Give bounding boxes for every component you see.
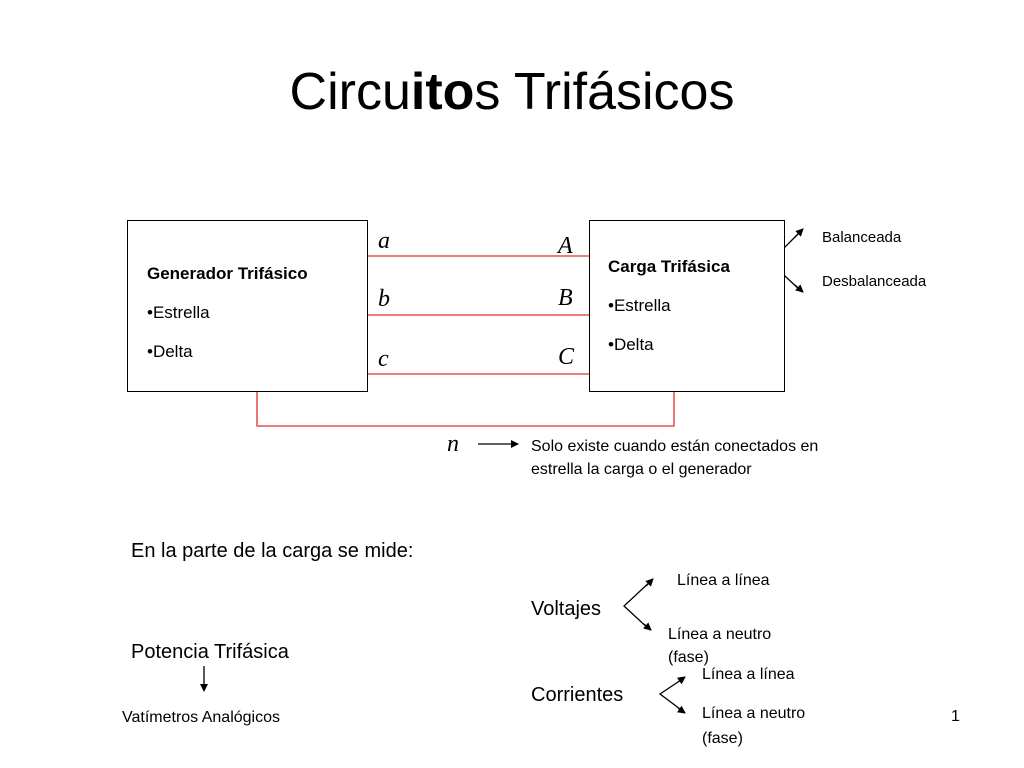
- measure-heading: En la parte de la carga se mide:: [131, 540, 414, 562]
- current-phase-text: (fase): [702, 730, 743, 747]
- load-text: Carga Trifásica •Estrella •Delta: [608, 257, 730, 355]
- current-brace: [658, 677, 685, 713]
- voltage-line-line-arrow: [645, 578, 654, 587]
- power-instrument: Vatímetros Analógicos: [122, 709, 281, 726]
- voltage-phase-text: (fase): [668, 649, 709, 666]
- line-label-c: c: [378, 346, 389, 372]
- current-line-line: Línea a línea: [702, 666, 795, 683]
- unbalanced-arrow: [794, 284, 804, 293]
- load-item-delta: •Delta: [608, 335, 654, 354]
- generator-item-delta: •Delta: [147, 342, 193, 361]
- current-line-neutral-arrow: [676, 705, 686, 714]
- generator-box: [127, 220, 368, 392]
- line-label-C: C: [558, 344, 575, 370]
- load-type-unbalanced: Desbalanceada: [822, 273, 927, 290]
- voltage-line-neutral-arrow: [643, 622, 652, 631]
- voltage-line-neutral: Línea a neutro (fase): [668, 623, 771, 669]
- load-type-balanced: Balanceada: [822, 229, 902, 246]
- line-label-B: B: [558, 285, 573, 311]
- title-part-3: s Trifásicos: [474, 63, 735, 121]
- load-heading: Carga Trifásica: [608, 257, 730, 276]
- generator-text: Generador Trifásico •Estrella •Delta: [147, 264, 308, 362]
- line-label-b: b: [378, 286, 390, 312]
- neutral-note-line-2: estrella la carga o el generador: [531, 461, 752, 478]
- voltage-line-neutral-text: Línea a neutro: [668, 626, 772, 643]
- currents-label: Corrientes: [531, 684, 624, 706]
- neutral-note-line-1: Solo existe cuando están conectados en: [531, 438, 819, 455]
- current-line-neutral-text: Línea a neutro: [702, 705, 806, 722]
- current-line-line-arrow: [676, 676, 686, 685]
- load-box: [589, 220, 785, 392]
- balanced-arrow: [794, 228, 804, 238]
- voltage-line-line: Línea a línea: [677, 572, 770, 589]
- page-number: 1: [951, 708, 960, 725]
- neutral-note: Solo existe cuando están conectados en e…: [531, 435, 818, 481]
- generator-item-estrella: •Estrella: [147, 303, 210, 322]
- line-label-a: a: [378, 228, 390, 254]
- wire-neutral: [256, 392, 675, 427]
- line-label-n: n: [447, 431, 459, 457]
- voltage-brace: [623, 579, 653, 631]
- title-part-2: ito: [410, 63, 475, 121]
- line-label-A: A: [558, 233, 573, 259]
- slide-title: Circuitos Trifásicos: [0, 62, 1024, 122]
- generator-heading: Generador Trifásico: [147, 264, 308, 283]
- load-item-estrella: •Estrella: [608, 296, 671, 315]
- title-part-1: Circu: [289, 63, 411, 121]
- voltages-label: Voltajes: [531, 598, 602, 620]
- power-label: Potencia Trifásica: [131, 641, 289, 663]
- current-line-neutral: Línea a neutro (fase): [702, 701, 805, 751]
